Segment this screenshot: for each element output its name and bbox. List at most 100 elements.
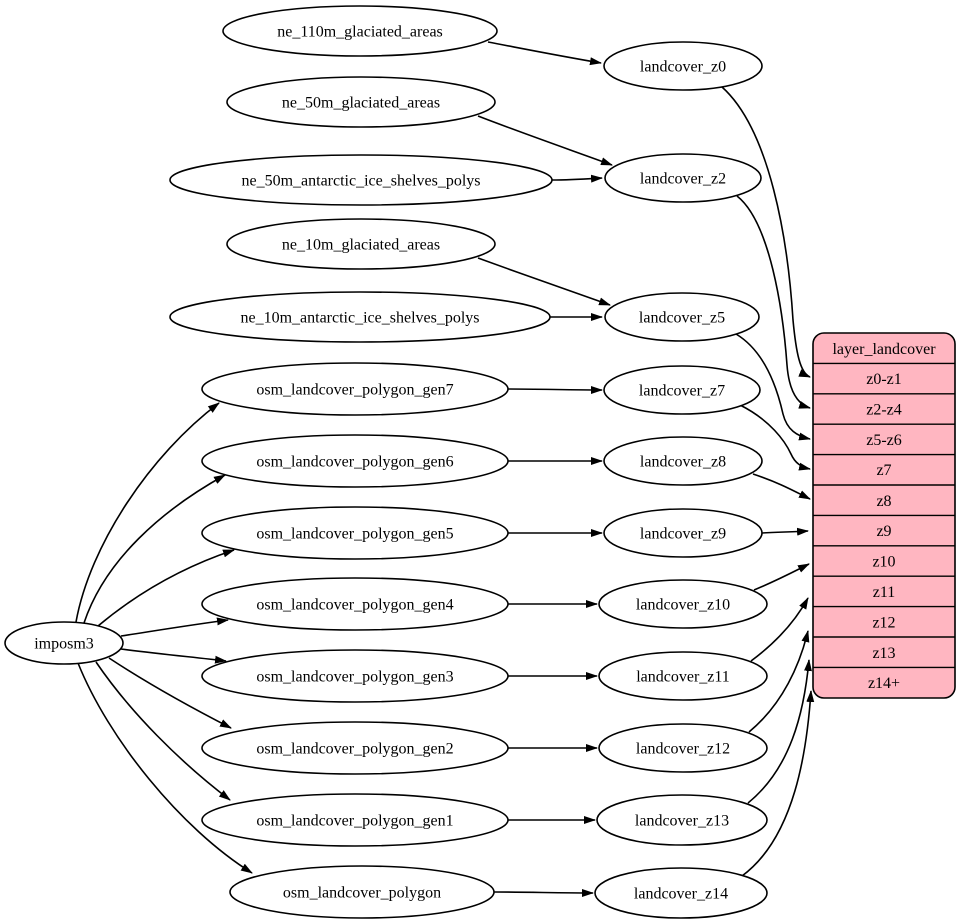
node-landcover-z11: landcover_z11	[598, 651, 768, 701]
edge-imposm3-to-polygon	[77, 662, 253, 874]
node-osm-landcover-polygon-gen5: osm_landcover_polygon_gen5	[201, 506, 509, 560]
edge-z9-to-row-z9	[761, 527, 809, 536]
edge-ne50m-glaciated-to-z2	[477, 115, 613, 166]
source-ellipse	[201, 362, 509, 416]
edge-z5-to-row-z5-z6	[735, 333, 811, 441]
node-osm-landcover-polygon: osm_landcover_polygon	[229, 865, 495, 919]
source-label: osm_landcover_polygon_gen5	[256, 526, 453, 543]
table-row-z12: z12	[872, 615, 895, 632]
layer-label: landcover_z5	[639, 310, 725, 327]
layer-label: landcover_z2	[640, 171, 726, 188]
source-label: osm_landcover_polygon_gen6	[256, 454, 453, 471]
layer-ellipse	[594, 867, 768, 919]
layer-ellipse	[604, 292, 760, 342]
source-nodes: ne_110m_glaciated_areas ne_50m_glaciated…	[169, 5, 553, 919]
edge-imposm3-to-gen2	[108, 657, 232, 729]
edge-imposm3-to-gen3	[120, 648, 227, 664]
layer-label: landcover_z0	[640, 59, 726, 76]
node-osm-landcover-polygon-gen4: osm_landcover_polygon_gen4	[201, 577, 509, 631]
edge-z11-to-row-z11	[750, 597, 809, 662]
source-ellipse	[201, 721, 509, 775]
source-ellipse	[229, 865, 495, 919]
layer-label: landcover_z7	[639, 383, 725, 400]
layer-label: landcover_z14	[634, 886, 728, 903]
table-row-z13: z13	[872, 645, 895, 662]
layer-ellipse	[603, 508, 763, 558]
layer-ellipse	[598, 579, 768, 629]
source-label: ne_10m_glaciated_areas	[282, 237, 440, 254]
table-row-z11: z11	[873, 584, 896, 601]
table-row-z14plus: z14+	[868, 675, 900, 692]
imposm3-ellipse	[4, 621, 124, 665]
layer-ellipse	[596, 794, 768, 846]
node-landcover-z12: landcover_z12	[598, 723, 768, 773]
layer-label: landcover_z11	[636, 669, 730, 686]
node-ne-10m-glaciated-areas: ne_10m_glaciated_areas	[226, 218, 496, 270]
node-landcover-z2: landcover_z2	[604, 153, 762, 203]
source-ellipse	[169, 291, 551, 343]
edge-z13-to-row-z13	[747, 659, 812, 804]
layer-label: landcover_z13	[635, 813, 729, 830]
node-landcover-z5: landcover_z5	[604, 292, 760, 342]
edge-imposm3-to-gen5	[97, 549, 235, 627]
source-ellipse	[201, 649, 509, 703]
node-ne-10m-antarctic-ice-shelves-polys: ne_10m_antarctic_ice_shelves_polys	[169, 291, 551, 343]
node-osm-landcover-polygon-gen2: osm_landcover_polygon_gen2	[201, 721, 509, 775]
layer-ellipse	[598, 723, 768, 773]
table-row-z2-z4: z2-z4	[866, 402, 902, 419]
node-osm-landcover-polygon-gen3: osm_landcover_polygon_gen3	[201, 649, 509, 703]
source-label: osm_landcover_polygon_gen2	[256, 741, 453, 758]
source-ellipse	[201, 434, 509, 488]
node-landcover-z14: landcover_z14	[594, 867, 768, 919]
source-ellipse	[226, 218, 496, 270]
source-label: ne_10m_antarctic_ice_shelves_polys	[240, 310, 479, 327]
edge-imposm3-to-gen6	[83, 474, 226, 624]
source-ellipse	[226, 76, 496, 128]
table-title: layer_landcover	[832, 341, 936, 358]
layer-ellipse	[598, 651, 768, 701]
node-ne-110m-glaciated-areas: ne_110m_glaciated_areas	[222, 5, 498, 57]
edges	[75, 41, 815, 897]
source-ellipse	[201, 793, 509, 847]
node-osm-landcover-polygon-gen6: osm_landcover_polygon_gen6	[201, 434, 509, 488]
node-ne-50m-glaciated-areas: ne_50m_glaciated_areas	[226, 76, 496, 128]
table-row-z8: z8	[876, 493, 891, 510]
edge-imposm3-to-gen7	[75, 402, 220, 623]
table-row-z0-z1: z0-z1	[866, 371, 902, 388]
edge-z10-to-row-z10	[753, 563, 810, 591]
source-label: osm_landcover_polygon_gen4	[256, 597, 453, 614]
node-landcover-z0: landcover_z0	[603, 41, 763, 91]
layer-label: landcover_z10	[636, 597, 730, 614]
node-landcover-z8: landcover_z8	[603, 436, 763, 486]
node-landcover-z10: landcover_z10	[598, 579, 768, 629]
node-landcover-z9: landcover_z9	[603, 508, 763, 558]
layer-label: landcover_z8	[640, 454, 726, 471]
edge-z7-to-row-z7	[739, 404, 811, 471]
layer-ellipse	[604, 153, 762, 203]
source-label: osm_landcover_polygon_gen3	[256, 669, 453, 686]
source-label: osm_landcover_polygon_gen1	[256, 813, 453, 830]
node-osm-landcover-polygon-gen7: osm_landcover_polygon_gen7	[201, 362, 509, 416]
node-landcover-z13: landcover_z13	[596, 794, 768, 846]
layer-ellipse	[603, 41, 763, 91]
source-ellipse	[169, 154, 553, 206]
source-ellipse	[222, 5, 498, 57]
layer-ellipse	[603, 365, 761, 415]
layer-nodes: landcover_z0 landcover_z2 landcover_z5 l…	[594, 41, 768, 919]
source-label: ne_50m_antarctic_ice_shelves_polys	[241, 173, 480, 190]
imposm3-label: imposm3	[34, 636, 94, 653]
source-ellipse	[201, 506, 509, 560]
edge-imposm3-to-gen4	[120, 617, 229, 637]
edge-ne10m-glaciated-to-z5	[477, 257, 611, 306]
node-landcover-z7: landcover_z7	[603, 365, 761, 415]
edge-z0-to-row-z0-z1	[721, 86, 811, 378]
layer-label: landcover_z12	[636, 741, 730, 758]
table-row-z9: z9	[876, 523, 891, 540]
edge-z14-to-row-z14plus	[741, 690, 815, 877]
layer-label: landcover_z9	[640, 526, 726, 543]
edge-z2-to-row-z2-z4	[736, 195, 811, 409]
layer-landcover-table: layer_landcover z0-z1 z2-z4 z5-z6 z7 z8 …	[812, 332, 956, 699]
edge-polygon-to-z14	[493, 888, 594, 897]
node-imposm3: imposm3	[4, 621, 124, 665]
